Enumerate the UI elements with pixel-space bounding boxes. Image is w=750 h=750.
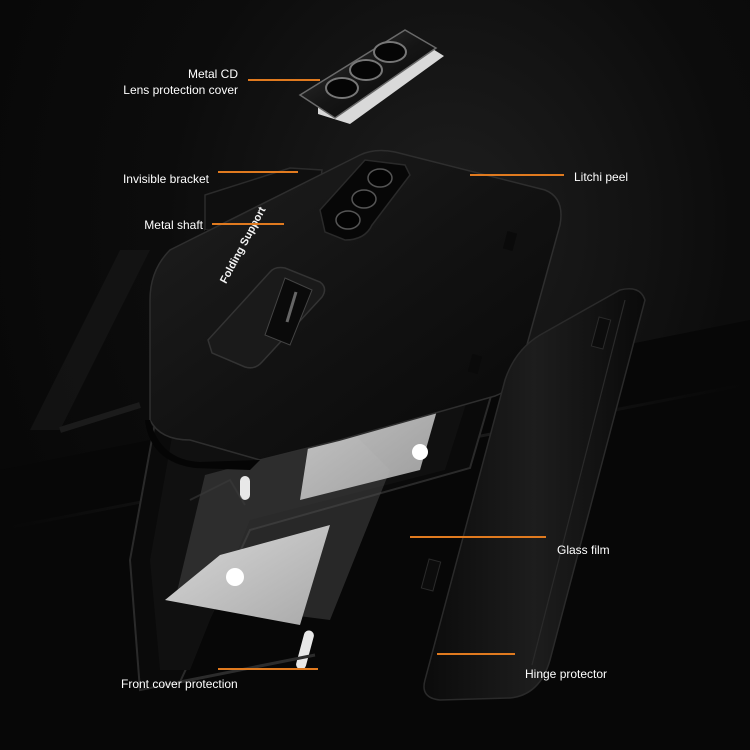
stand-silhouette bbox=[30, 250, 150, 430]
label-metal-shaft: Metal shaft bbox=[144, 218, 203, 232]
pointer-line-metal-cd bbox=[248, 79, 320, 81]
hinge-protector bbox=[420, 288, 646, 701]
stand-foot bbox=[59, 402, 141, 433]
label-metal-cd-line2: Lens protection cover bbox=[123, 83, 238, 97]
pointer-line-glass-film bbox=[410, 536, 546, 538]
label-litchi-peel: Litchi peel bbox=[574, 170, 629, 184]
label-metal-cd: Metal CD Lens protection cover bbox=[118, 66, 238, 98]
label-metal-cd-line1: Metal CD bbox=[187, 67, 238, 81]
label-glass-film: Glass film bbox=[557, 543, 610, 557]
pointer-line-invisible-bracket bbox=[218, 171, 298, 173]
glass-film-sheet bbox=[165, 525, 330, 625]
pointer-line-litchi-peel bbox=[470, 174, 564, 176]
label-front-cover-protection: Front cover protection bbox=[121, 677, 238, 691]
pointer-line-metal-shaft bbox=[212, 223, 284, 225]
pointer-line-front-cover bbox=[218, 668, 318, 670]
pointer-line-hinge-protector bbox=[437, 653, 515, 655]
back-case bbox=[145, 149, 562, 470]
label-hinge-protector: Hinge protector bbox=[525, 667, 608, 681]
label-invisible-bracket: Invisible bracket bbox=[122, 172, 209, 186]
lens-protection-cover bbox=[298, 29, 444, 124]
